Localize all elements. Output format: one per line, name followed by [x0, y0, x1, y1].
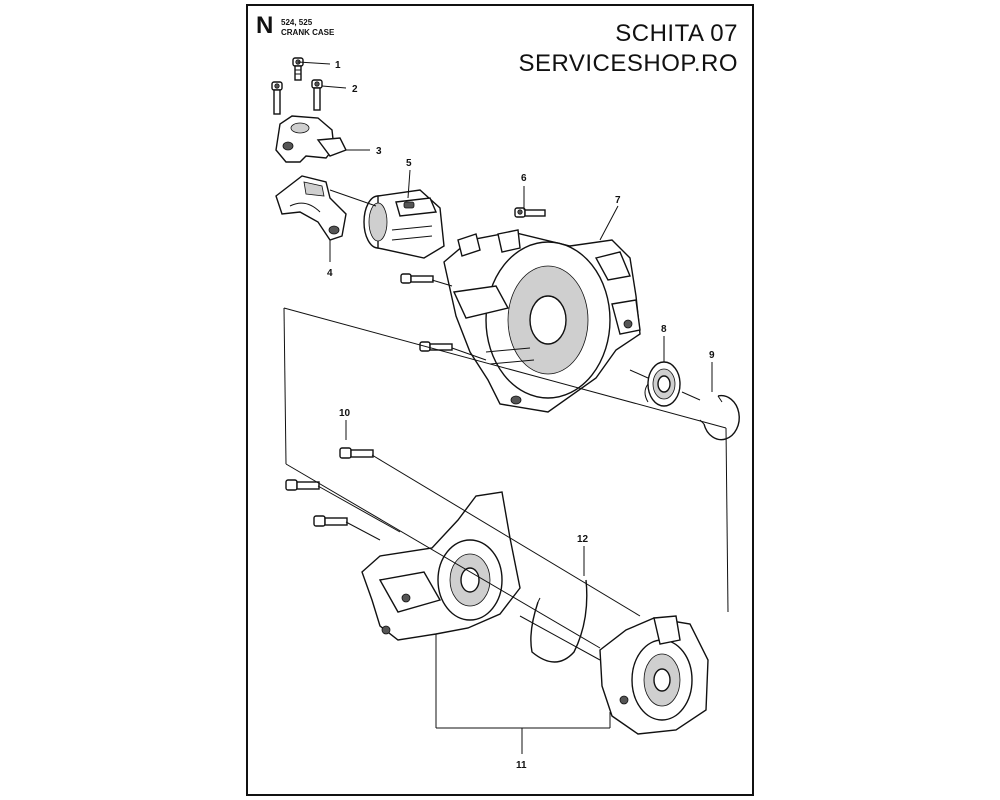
part-4-bearing-bracket[interactable]	[275, 175, 347, 241]
part-9-circlip[interactable]	[699, 394, 740, 441]
callout-11: 11	[516, 760, 527, 771]
part-2-screws[interactable]	[271, 79, 323, 115]
sheet-title: SCHITA 07	[615, 20, 738, 47]
shop-name: SERVICESHOP.RO	[518, 50, 738, 77]
callout-10: 10	[339, 408, 351, 419]
part-6-screw[interactable]	[514, 207, 546, 218]
callout-12: 12	[577, 534, 589, 545]
callout-3: 3	[376, 146, 382, 157]
callout-8: 8	[661, 324, 667, 335]
part-1-screw[interactable]	[292, 57, 304, 81]
part-8-ball-bearing[interactable]	[644, 361, 681, 407]
callout-7: 7	[615, 195, 621, 206]
part-5-cylinder[interactable]	[363, 189, 445, 259]
sheet-letter: N	[256, 12, 274, 39]
callout-9: 9	[709, 350, 715, 361]
model-numbers: 524, 525	[281, 18, 313, 27]
leader-lines	[283, 61, 729, 754]
callout-6: 6	[521, 173, 527, 184]
part-3-bearing-cap[interactable]	[275, 115, 347, 163]
part-12-gasket[interactable]	[530, 579, 588, 663]
part-7-crankcase-half[interactable]	[443, 229, 641, 413]
callout-1: 1	[335, 60, 341, 71]
part-11-crankcase[interactable]	[361, 491, 709, 735]
part-10-screws[interactable]	[285, 447, 374, 527]
crankcase-screw-upper[interactable]	[400, 273, 434, 284]
callout-4: 4	[327, 268, 333, 279]
callout-2: 2	[352, 84, 358, 95]
callout-5: 5	[406, 158, 412, 169]
assembly-caption: CRANK CASE	[281, 28, 335, 37]
